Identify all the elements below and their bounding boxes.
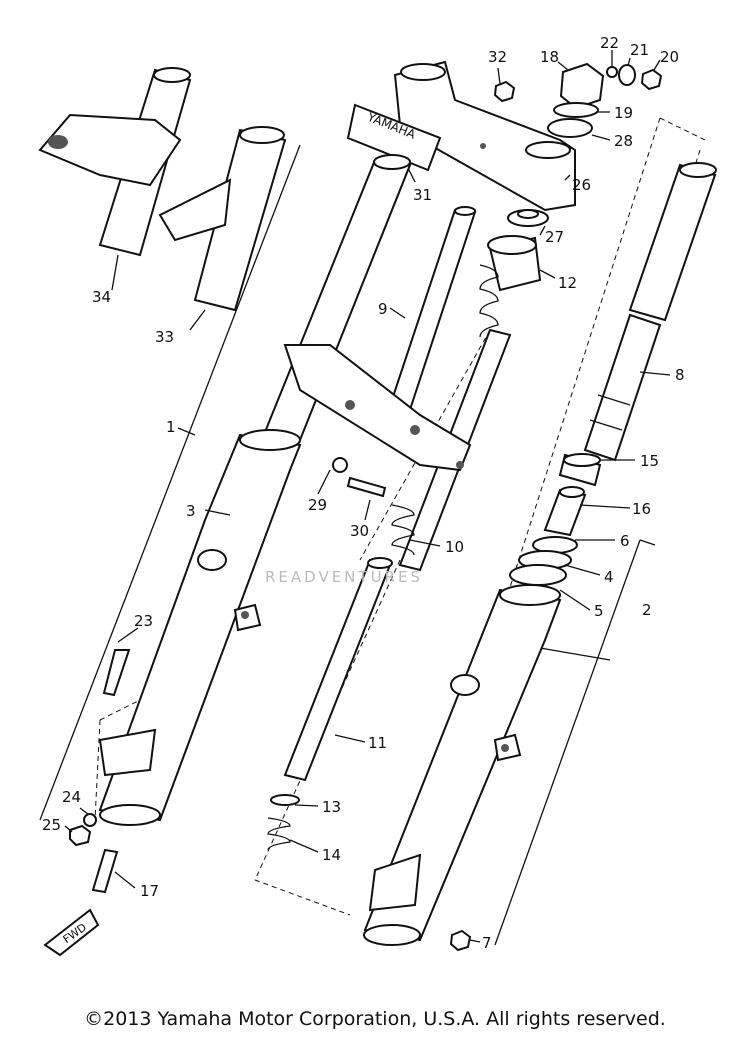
drain-nut-right (449, 929, 472, 952)
callout-31: 31 (413, 186, 432, 204)
inner-tube-right (628, 162, 717, 322)
callout-7: 7 (482, 934, 492, 952)
callout-29: 29 (308, 496, 327, 514)
outer-tube-right (363, 584, 562, 946)
callout-2: 2 (642, 601, 652, 619)
callout-11: 11 (368, 734, 387, 752)
callout-19: 19 (614, 104, 633, 122)
callout-1: 1 (166, 418, 176, 436)
part-number-labels: 32 18 22 21 20 19 28 26 31 27 12 34 33 9… (42, 34, 685, 952)
callout-18: 18 (540, 48, 559, 66)
bearing-and-cover (487, 209, 549, 292)
callout-4: 4 (604, 568, 614, 586)
fwd-arrow: FWD (43, 908, 100, 957)
callout-5: 5 (594, 602, 604, 620)
callout-3: 3 (186, 502, 196, 520)
watermark: READVENTURES (265, 568, 423, 586)
drain-bolt (91, 848, 119, 894)
steering-nut-set (547, 62, 663, 138)
outer-tube-left (98, 429, 302, 826)
axle-pinch-bolt (102, 649, 131, 697)
callout-27: 27 (545, 228, 564, 246)
callout-6: 6 (620, 532, 630, 550)
leader-lines (64, 50, 671, 943)
reference-lines (39, 117, 706, 946)
damper-tube (283, 557, 393, 782)
callout-23: 23 (134, 612, 153, 630)
callout-24: 24 (62, 788, 81, 806)
headlight-bracket-right (158, 126, 287, 312)
callout-17: 17 (140, 882, 159, 900)
callout-32: 32 (488, 48, 507, 66)
bolt-32 (493, 80, 516, 103)
callout-12: 12 (558, 274, 577, 292)
callout-13: 13 (322, 798, 341, 816)
callout-30: 30 (350, 522, 369, 540)
callout-34: 34 (92, 288, 111, 306)
callout-8: 8 (675, 366, 685, 384)
fork-cover-right (583, 313, 662, 462)
callout-33: 33 (155, 328, 174, 346)
pinch-bolt (332, 457, 387, 498)
oil-lock-parts (267, 794, 300, 851)
oil-seal-set (509, 536, 578, 586)
axle-nut-set (69, 813, 97, 847)
callout-22: 22 (600, 34, 619, 52)
callout-26: 26 (572, 176, 591, 194)
callout-15: 15 (640, 452, 659, 470)
callout-28: 28 (614, 132, 633, 150)
callout-9: 9 (378, 300, 388, 318)
callout-21: 21 (630, 41, 649, 59)
callout-20: 20 (660, 48, 679, 66)
callout-16: 16 (632, 500, 651, 518)
spacer-collar-set (543, 453, 602, 537)
copyright-notice: ©2013 Yamaha Motor Corporation, U.S.A. A… (84, 1008, 666, 1030)
headlight-bracket-left (38, 67, 192, 257)
callout-25: 25 (42, 816, 61, 834)
callout-14: 14 (322, 846, 341, 864)
under-bracket (283, 344, 472, 472)
callout-10: 10 (445, 538, 464, 556)
fork-spring-lower (391, 504, 415, 556)
